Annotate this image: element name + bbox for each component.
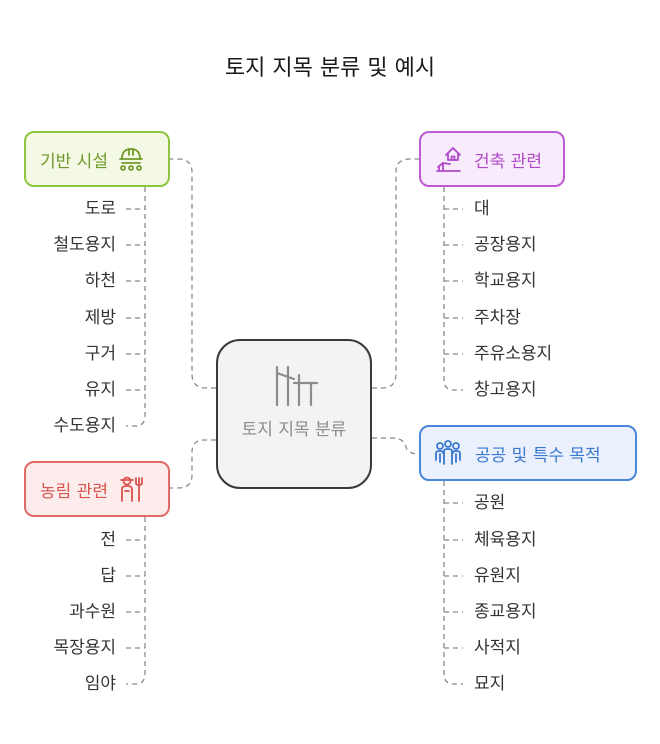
- category-infrastructure-label: 기반 시설: [40, 151, 108, 172]
- diagram-title: 토지 지목 분류 및 예시: [224, 56, 436, 81]
- item-public-4: 종교용지: [474, 602, 537, 622]
- item-public-2: 체육용지: [474, 530, 537, 550]
- category-public: 공공 및 특수 목적: [419, 425, 637, 481]
- connector-center-infrastructure: [170, 158, 216, 389]
- item-public-1: 공원: [474, 493, 506, 513]
- category-public-label: 공공 및 특수 목적: [475, 445, 601, 466]
- fence-posts-icon: [275, 365, 319, 407]
- item-public-5: 사적지: [474, 638, 521, 658]
- center-label: 토지 지목 분류: [241, 420, 347, 440]
- connector-agriculture-items: [126, 517, 146, 685]
- item-building-2: 공장용지: [474, 235, 537, 255]
- farmer-pitchfork-icon: [120, 476, 143, 502]
- category-infrastructure: 기반 시설: [24, 131, 170, 187]
- item-infrastructure-6: 유지: [84, 380, 116, 400]
- item-infrastructure-5: 구거: [84, 344, 116, 364]
- item-building-1: 대: [474, 199, 490, 219]
- connector-center-building: [372, 158, 419, 389]
- item-building-4: 주차장: [474, 308, 521, 328]
- category-agriculture: 농림 관련: [24, 461, 170, 517]
- connector-center-public: [372, 437, 420, 455]
- item-infrastructure-3: 하천: [84, 271, 116, 291]
- item-agriculture-2: 답: [100, 566, 116, 586]
- item-infrastructure-4: 제방: [84, 308, 116, 328]
- item-agriculture-3: 과수원: [69, 602, 116, 622]
- item-public-3: 유원지: [474, 566, 521, 586]
- item-building-3: 학교용지: [474, 271, 537, 291]
- people-group-icon: [435, 440, 461, 465]
- item-infrastructure-2: 철도용지: [53, 235, 116, 255]
- construction-helmet-icon: [119, 148, 143, 171]
- item-agriculture-5: 임야: [84, 674, 116, 694]
- item-agriculture-4: 목장용지: [53, 638, 116, 658]
- center-node: 토지 지목 분류: [216, 339, 372, 489]
- item-infrastructure-7: 수도용지: [53, 416, 116, 436]
- item-public-6: 묘지: [474, 674, 506, 694]
- connector-building-items: [443, 187, 463, 391]
- item-infrastructure-1: 도로: [84, 199, 116, 219]
- connector-public-items: [443, 481, 463, 685]
- connector-infrastructure-items: [126, 187, 146, 427]
- connector-center-agriculture: [170, 439, 216, 489]
- item-agriculture-1: 전: [100, 530, 116, 550]
- house-hand-icon: [436, 147, 461, 172]
- category-building-label: 건축 관련: [474, 151, 542, 172]
- item-building-5: 주유소용지: [474, 344, 553, 364]
- item-building-6: 창고용지: [474, 380, 537, 400]
- category-agriculture-label: 농림 관련: [40, 481, 108, 502]
- category-building: 건축 관련: [419, 131, 565, 187]
